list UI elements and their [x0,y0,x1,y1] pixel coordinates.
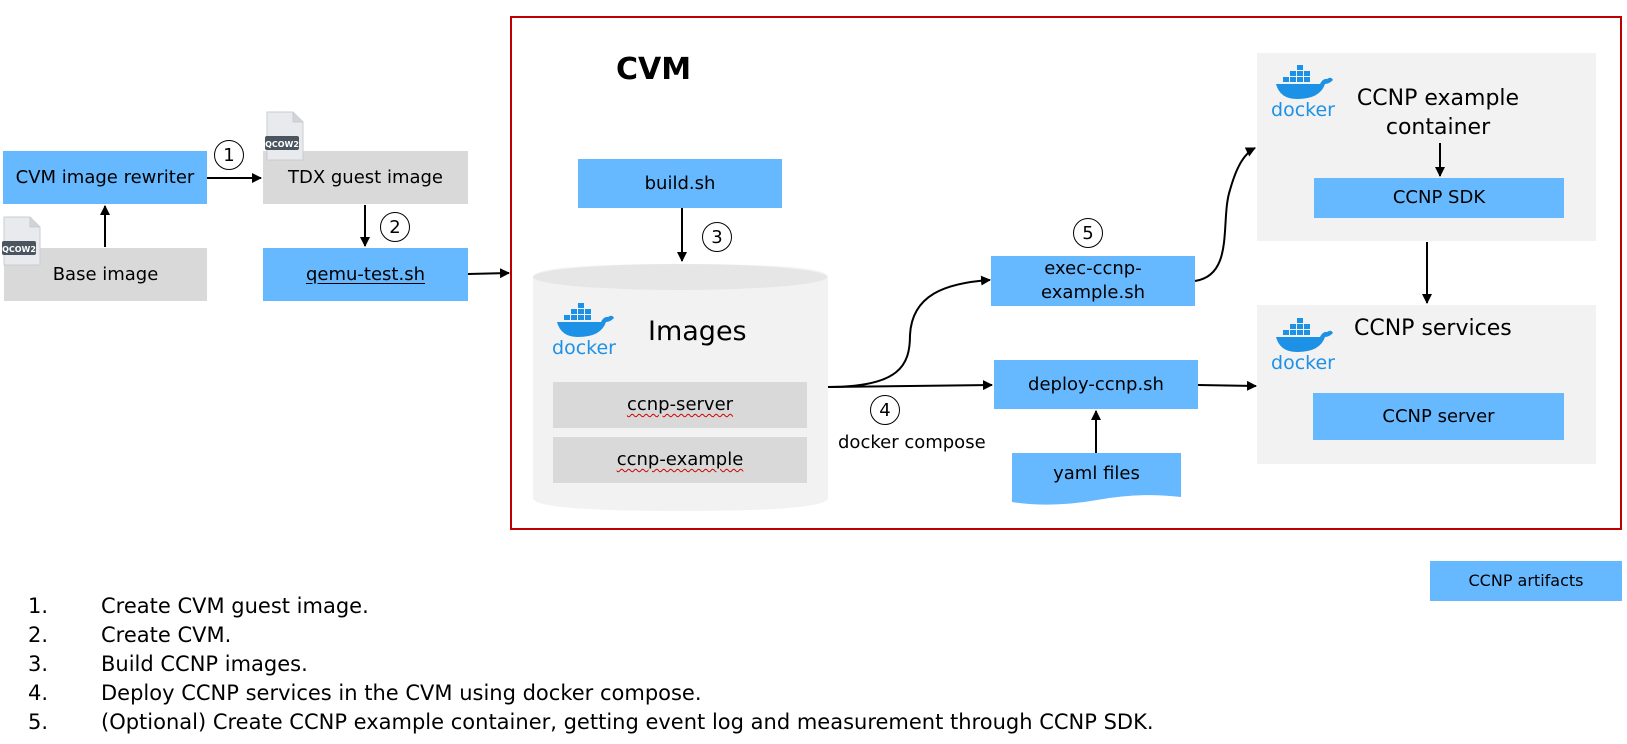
step-marker-3: 3 [702,222,732,252]
ccnp-server-image-node[interactable]: ccnp-server [553,382,807,428]
ccnp-sdk-label: CCNP SDK [1392,187,1486,208]
deploy-ccnp-node[interactable]: deploy-ccnp.sh [994,360,1198,409]
step-text: Deploy CCNP services in the CVM using do… [101,681,702,705]
docker-icon-label: docker [1271,99,1335,121]
steps-list: 1.Create CVM guest image. 2.Create CVM. … [28,592,1154,737]
step-number: 2. [28,623,49,647]
step-text: Create CVM guest image. [101,594,369,618]
step-item: 3. Build CCNP images. [28,650,1154,679]
step-number: 3. [28,652,49,676]
step-number: 5. [28,710,49,734]
arrow-exec-to-example-container [1194,147,1256,282]
exec-ccnp-example-label: exec-ccnp-example.sh [1041,258,1145,303]
cvm-image-rewriter-node[interactable]: CVM image rewriter [3,151,207,204]
base-image-label: Base image [52,263,159,285]
legend-ccnp-artifacts-label: CCNP artifacts [1468,571,1584,590]
step-number: 4. [28,681,49,705]
ccnp-server-node[interactable]: CCNP server [1313,393,1564,440]
qcow2-file-icon: QCOW2 [265,110,305,162]
docker-compose-label: docker compose [838,432,986,453]
step-marker-4: 4 [870,395,900,425]
arrow-images-to-deploy [827,380,993,391]
qcow2-badge-text: QCOW2 [265,140,299,149]
qcow2-file-icon: QCOW2 [2,215,42,267]
ccnp-server-image-label: ccnp-server [626,394,734,415]
build-sh-node[interactable]: build.sh [578,159,782,208]
qemu-test-label: qemu-test.sh [305,263,425,285]
cvm-boundary [510,16,1622,530]
step-item: 5. (Optional) Create CCNP example contain… [28,708,1154,737]
build-sh-label: build.sh [644,172,716,194]
ccnp-services-title: CCNP services [1354,316,1512,341]
cvm-image-rewriter-label: CVM image rewriter [15,166,195,188]
tdx-guest-image-label: TDX guest image [287,166,444,188]
deploy-ccnp-label: deploy-ccnp.sh [1028,373,1164,395]
step-item: 2. Create CVM. [28,621,1154,650]
cvm-title: CVM [616,52,692,87]
step-item: 1. Create CVM guest image. [28,592,1154,621]
ccnp-example-image-node[interactable]: ccnp-example [553,437,807,483]
base-image-node[interactable]: Base image [4,248,207,301]
docker-icon-label: docker [552,337,616,359]
exec-ccnp-example-node[interactable]: exec-ccnp-example.sh [991,256,1195,306]
docker-icon-label: docker [1271,352,1335,374]
legend-ccnp-artifacts: CCNP artifacts [1430,561,1622,601]
step-marker-1: 1 [214,140,244,170]
ccnp-sdk-node[interactable]: CCNP SDK [1314,178,1564,218]
docker-icon: docker [1270,316,1336,374]
docker-icon: docker [551,301,617,359]
yaml-files-label[interactable]: yaml files [1053,463,1140,484]
step-item: 4. Deploy CCNP services in the CVM using … [28,679,1154,708]
step-marker-5: 5 [1073,218,1103,248]
docker-icon: docker [1270,63,1336,121]
step-text: Build CCNP images. [101,652,308,676]
arrow-deploy-to-services [1197,380,1257,391]
arrow-images-to-exec [827,275,991,388]
step-text: Create CVM. [101,623,232,647]
ccnp-example-container-title: CCNP example container [1356,86,1520,140]
images-title: Images [648,316,747,347]
step-text: (Optional) Create CCNP example container… [101,710,1154,734]
qemu-test-node[interactable]: qemu-test.sh [263,248,468,301]
arrow-qemu-to-cvm [467,268,510,279]
step-number: 1. [28,594,49,618]
ccnp-server-label: CCNP server [1382,405,1495,427]
step-marker-2: 2 [380,212,410,242]
ccnp-example-image-label: ccnp-example [616,449,744,470]
qcow2-badge-text: QCOW2 [2,245,36,254]
